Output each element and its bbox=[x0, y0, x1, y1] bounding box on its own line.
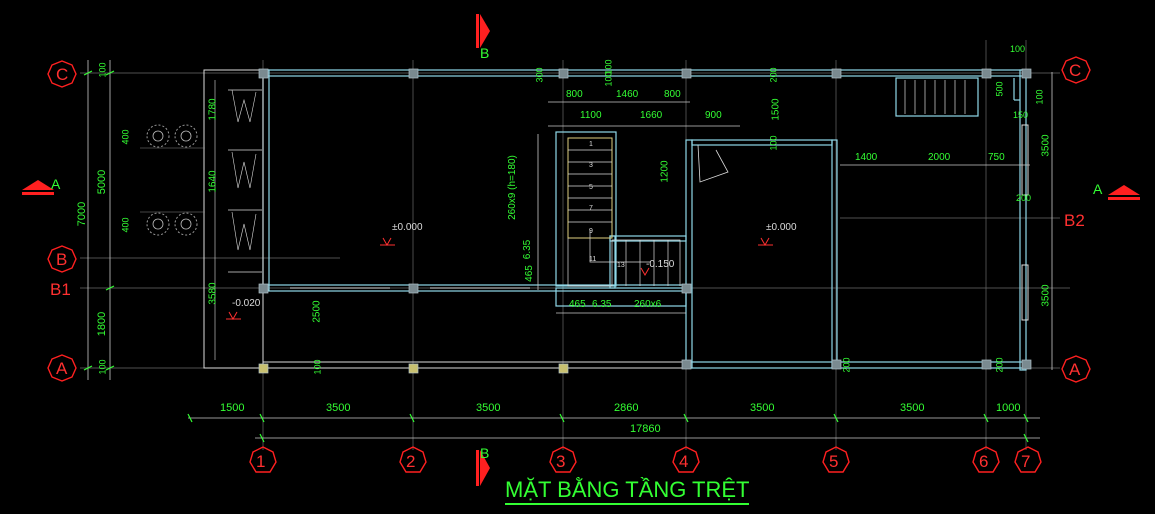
grid-col-6: 6 bbox=[979, 452, 988, 471]
stair-step-numbers: 1 3 5 7 9 11 13 bbox=[589, 141, 625, 269]
dimension-lines bbox=[87, 60, 1053, 439]
grid-row-bubbles-right bbox=[1061, 56, 1091, 383]
grid-row-b-left: B bbox=[56, 250, 67, 269]
step-3: 3 bbox=[589, 162, 593, 169]
door bbox=[697, 144, 729, 183]
plant-icon bbox=[140, 124, 205, 236]
step-7: 7 bbox=[589, 205, 593, 212]
grid-row-bubbles-left bbox=[47, 60, 77, 382]
staircase bbox=[567, 137, 681, 287]
building-walls bbox=[203, 69, 1027, 371]
grid-row-labels-right: C B2 A bbox=[1064, 61, 1085, 379]
rear-steps bbox=[904, 80, 966, 114]
section-a-left: A bbox=[51, 176, 61, 192]
grid-row-c-left: C bbox=[56, 65, 68, 84]
grid-col-2: 2 bbox=[406, 452, 415, 471]
grid-row-b2-right: B2 bbox=[1064, 211, 1085, 230]
grid-col-7: 7 bbox=[1021, 452, 1030, 471]
grid-axis-lines bbox=[80, 40, 1070, 450]
grid-col-3: 3 bbox=[556, 452, 565, 471]
grid-col-1: 1 bbox=[256, 452, 265, 471]
grid-col-5: 5 bbox=[829, 452, 838, 471]
grid-column-bubbles bbox=[249, 446, 1042, 473]
section-marks bbox=[22, 14, 1140, 486]
grid-row-a-right: A bbox=[1069, 360, 1081, 379]
section-b-bottom: B bbox=[480, 445, 489, 461]
grid-row-b1-left: B1 bbox=[50, 280, 71, 299]
step-9: 9 bbox=[589, 228, 593, 235]
grid-col-4: 4 bbox=[679, 452, 688, 471]
grid-column-labels: 1 2 3 4 5 6 7 bbox=[256, 452, 1030, 471]
step-5: 5 bbox=[589, 184, 593, 191]
grid-row-labels-left: C B B1 A bbox=[50, 65, 71, 378]
columns bbox=[258, 68, 1032, 374]
step-11: 11 bbox=[589, 256, 596, 263]
grid-row-c-right: C bbox=[1069, 61, 1081, 80]
level-marker-icons bbox=[226, 237, 773, 321]
section-a-right: A bbox=[1093, 181, 1103, 197]
dimension-ticks bbox=[83, 70, 1029, 443]
step-1: 1 bbox=[589, 141, 593, 148]
windows bbox=[290, 124, 1029, 321]
step-13: 13 bbox=[617, 262, 625, 269]
porch-steps bbox=[214, 80, 262, 360]
section-b-top: B bbox=[480, 45, 489, 61]
section-mark-labels: A A B B bbox=[51, 45, 1103, 461]
grid-row-a-left: A bbox=[56, 359, 68, 378]
